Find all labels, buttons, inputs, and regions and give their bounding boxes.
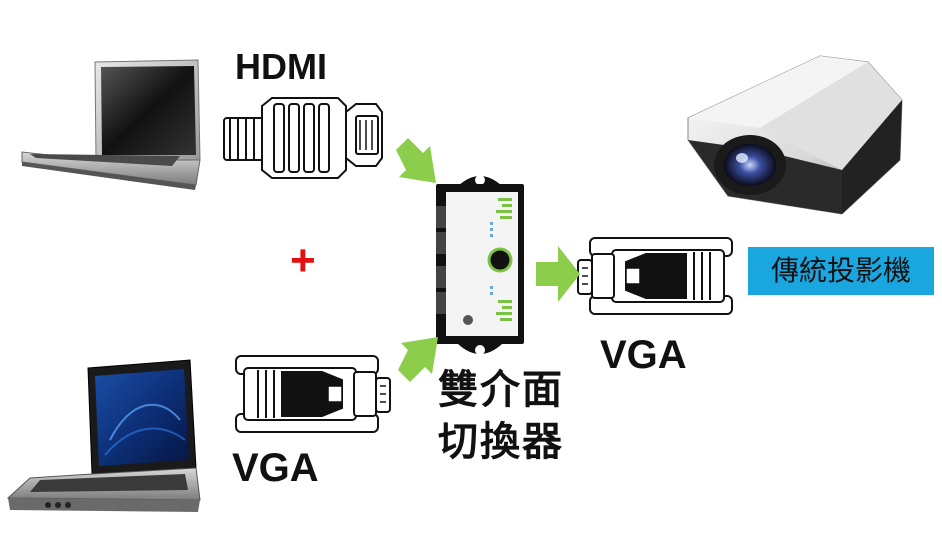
arrow-switch-to-vga — [536, 246, 580, 302]
laptop-silver-icon — [21, 59, 201, 190]
arrow-vga-to-switch — [398, 337, 438, 382]
switch-label-line2: 切換器 — [438, 419, 564, 465]
vga-connector-icon — [577, 237, 733, 315]
projector-icon — [687, 55, 903, 215]
vga-connector-icon — [235, 355, 391, 433]
switch-box-icon — [436, 175, 524, 355]
vga-left-label: VGA — [232, 446, 319, 490]
hdmi-label: HDMI — [235, 46, 327, 87]
hdmi-connector-icon — [223, 97, 383, 179]
laptop-black-icon — [6, 359, 201, 512]
vga-right-label: VGA — [600, 333, 687, 377]
projector-label: 傳統投影機 — [748, 247, 934, 295]
plus-sign: + — [290, 236, 316, 285]
switch-label: 雙介面 切換器 — [438, 364, 564, 468]
switch-label-line1: 雙介面 — [438, 367, 564, 413]
arrow-hdmi-to-switch — [396, 138, 436, 183]
